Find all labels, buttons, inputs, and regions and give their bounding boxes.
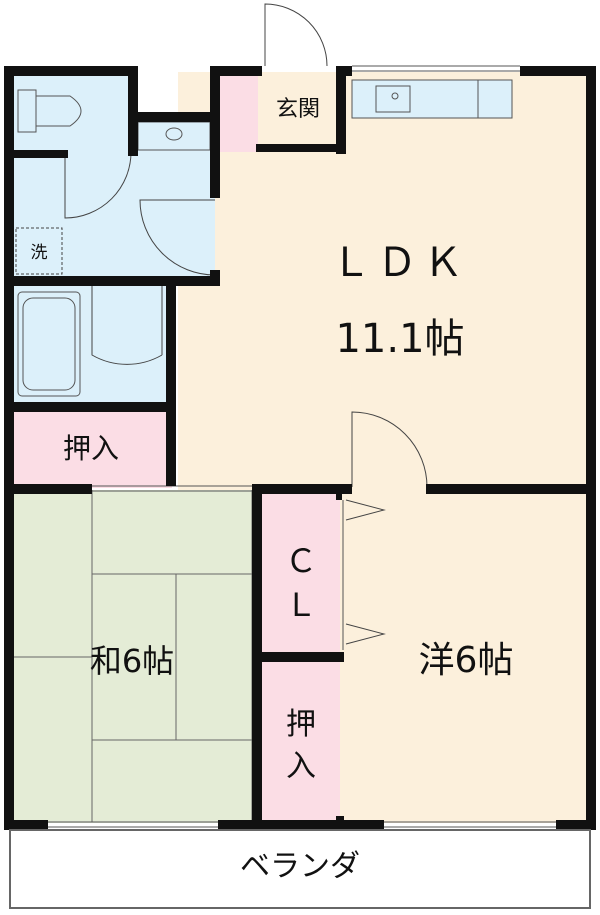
oshiire-top-floor	[10, 410, 172, 488]
closet-floor	[262, 492, 340, 652]
laundry-label: 洗	[31, 243, 48, 263]
door-swings	[64, 3, 428, 645]
closet-line2: Ｌ	[285, 586, 317, 624]
bathroom-floor	[10, 282, 172, 406]
western-room-label: 洋6帖	[419, 640, 514, 681]
western-room-floor	[340, 490, 591, 823]
ldk-size: 11.1帖	[335, 316, 464, 362]
oshiire-bottom-line1: 押	[286, 707, 316, 742]
veranda-outline	[9, 829, 591, 909]
toilet-bowl	[35, 95, 82, 127]
sink-drain	[391, 92, 399, 100]
tatami-room-label: 和6帖	[90, 642, 174, 680]
veranda-label: ベランダ	[240, 849, 360, 884]
bathtub-inner	[22, 297, 76, 391]
closet-line1: Ｃ	[285, 542, 317, 580]
oshiire-bottom-floor	[262, 660, 340, 822]
washroom-floor	[10, 120, 215, 278]
genkan-floor	[258, 72, 342, 148]
kitchen-sink	[375, 85, 411, 113]
oshiire-top-label: 押入	[63, 432, 119, 465]
laundry-space	[15, 227, 63, 275]
walls	[4, 66, 596, 830]
veranda-floor	[10, 828, 590, 908]
entrance-storage	[218, 72, 258, 152]
bathtub	[17, 291, 81, 397]
washbasin	[165, 127, 183, 141]
oshiire-bottom-line2: 入	[286, 749, 316, 784]
ldk-name: ＬＤＫ	[331, 240, 469, 286]
genkan-label: 玄関	[276, 97, 320, 122]
